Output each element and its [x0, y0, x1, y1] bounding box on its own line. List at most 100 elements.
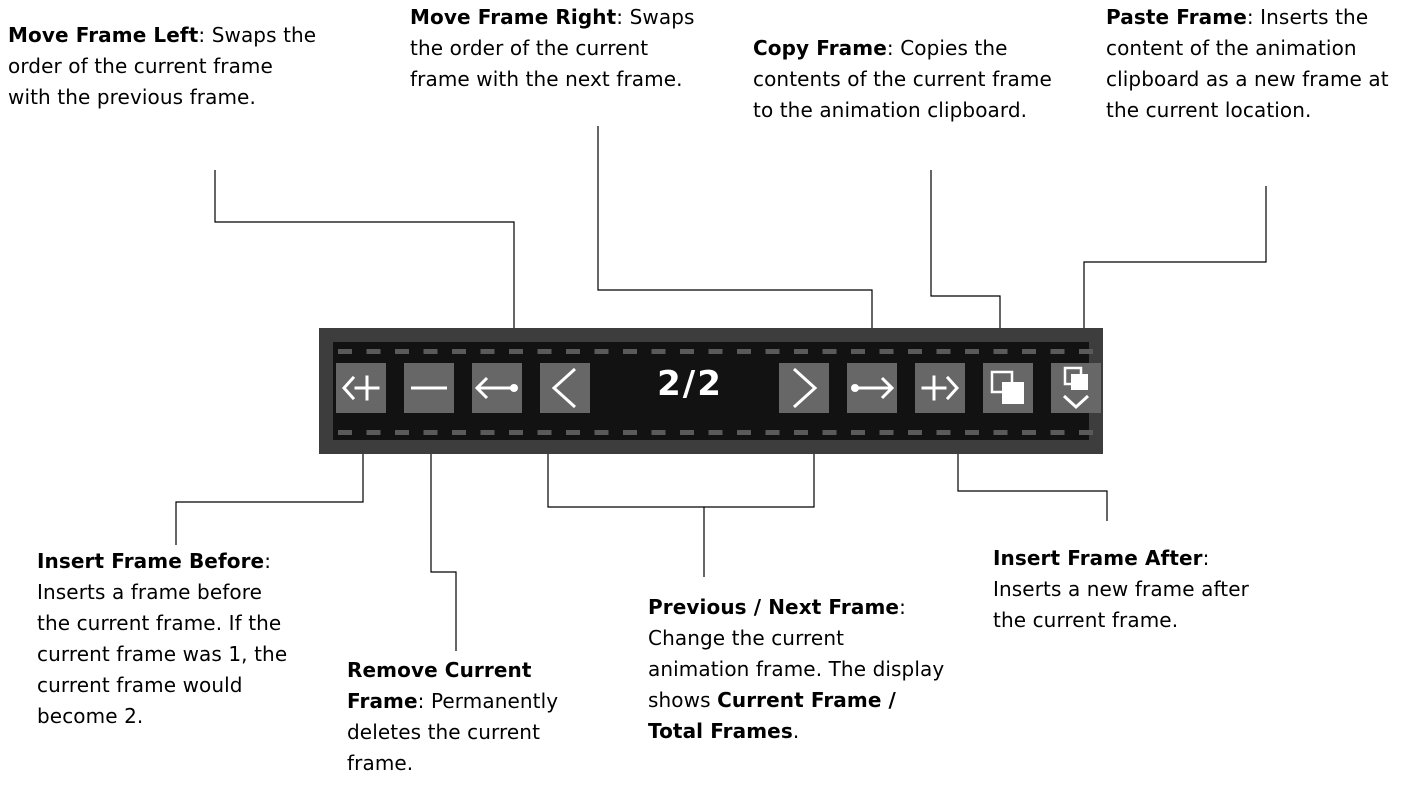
- sprocket-hole: [965, 349, 979, 354]
- sprocket-hole: [1079, 430, 1093, 435]
- sprocket-hole: [737, 430, 751, 435]
- annotation-insert-frame-after: Insert Frame After: Inserts a new frame …: [993, 546, 1249, 632]
- sprocket-hole: [765, 349, 780, 354]
- minus-icon: [411, 386, 447, 390]
- sprocket-hole: [1050, 349, 1065, 354]
- annotation-text: Copies the contents of the current frame…: [753, 36, 1052, 122]
- annotation-title: Previous / Next Frame: [648, 595, 900, 619]
- sprocket-hole: [822, 430, 837, 435]
- paste-icon: [1062, 366, 1090, 410]
- sprocket-hole: [908, 349, 922, 354]
- annotation-text: Inserts a frame before the current frame…: [37, 580, 288, 728]
- sprocket-hole: [851, 349, 865, 354]
- sprocket-hole: [623, 349, 637, 354]
- annotation-title: Insert Frame After: [993, 546, 1203, 570]
- sprocket-hole: [1050, 430, 1065, 435]
- annotation-text: Change the current animation frame. The …: [648, 626, 945, 712]
- sprocket-hole: [366, 430, 381, 435]
- sprocket-hole: [594, 349, 609, 354]
- sprocket-hole: [509, 430, 523, 435]
- annotation-text: Swaps the order of the current frame wit…: [8, 23, 317, 109]
- sprocket-hole: [851, 430, 865, 435]
- sprocket-hole: [537, 430, 552, 435]
- annotation-text: Inserts a new frame after the current fr…: [993, 577, 1249, 632]
- sprocket-hole: [366, 349, 381, 354]
- insert-frame-after-button[interactable]: [915, 363, 965, 413]
- sprocket-hole: [423, 349, 438, 354]
- sprocket-hole: [1022, 430, 1036, 435]
- connector-prev-next: [547, 420, 815, 508]
- sprocket-row-bottom: [338, 430, 1093, 435]
- previous-frame-button[interactable]: [540, 363, 590, 413]
- sprocket-hole: [509, 349, 523, 354]
- connector-remove: [430, 420, 457, 651]
- sprocket-hole: [594, 430, 609, 435]
- connector-insert-before: [175, 420, 364, 545]
- sprocket-hole: [1022, 349, 1036, 354]
- sprocket-hole: [708, 349, 723, 354]
- insert-frame-before-button[interactable]: [336, 363, 386, 413]
- annotation-title: Copy Frame: [753, 36, 887, 60]
- sprocket-hole: [480, 349, 495, 354]
- sprocket-hole: [480, 430, 495, 435]
- annotation-paste-frame: Paste Frame: Inserts the content of the …: [1106, 5, 1389, 122]
- sprocket-hole: [395, 430, 409, 435]
- sprocket-hole: [566, 349, 580, 354]
- annotation-text: Swaps the order of the current frame wit…: [410, 5, 695, 91]
- move-frame-left-button[interactable]: [472, 363, 522, 413]
- remove-current-frame-button[interactable]: [404, 363, 454, 413]
- annotation-title: Insert Frame Before: [37, 549, 265, 573]
- sprocket-hole: [651, 349, 666, 354]
- sprocket-hole: [965, 430, 979, 435]
- sprocket-hole: [794, 349, 808, 354]
- sprocket-hole: [566, 430, 580, 435]
- sprocket-hole: [879, 430, 894, 435]
- sprocket-hole: [794, 430, 808, 435]
- annotation-move-frame-left: Move Frame Left: Swaps the order of the …: [8, 23, 317, 109]
- sprocket-hole: [908, 430, 922, 435]
- annotation-emphasis: Current Frame / Total Frames: [648, 688, 896, 743]
- sprocket-hole: [680, 349, 694, 354]
- sprocket-hole: [936, 349, 951, 354]
- annotation-title: Move Frame Right: [410, 5, 617, 29]
- sprocket-hole: [395, 349, 409, 354]
- sprocket-hole: [423, 430, 438, 435]
- annotation-move-frame-right: Move Frame Right: Swaps the order of the…: [410, 5, 695, 91]
- sprocket-hole: [537, 349, 552, 354]
- annotation-previous-next-frame: Previous / Next Frame: Change the curren…: [648, 595, 945, 743]
- sprocket-hole: [993, 349, 1008, 354]
- annotation-text: Permanently deletes the current frame.: [347, 689, 559, 775]
- sprocket-row-top: [338, 349, 1093, 354]
- chevron-left-icon: [551, 367, 577, 409]
- sprocket-hole: [993, 430, 1008, 435]
- copy-icon: [990, 370, 1024, 404]
- annotation-text: Inserts the content of the animation cli…: [1106, 5, 1389, 122]
- plus-arrow-right-icon: [921, 375, 960, 401]
- sprocket-hole: [737, 349, 751, 354]
- annotation-copy-frame: Copy Frame: Copies the contents of the c…: [753, 36, 1052, 122]
- sprocket-hole: [452, 430, 466, 435]
- move-frame-right-button[interactable]: [847, 363, 897, 413]
- double-arrow-left-icon: [474, 376, 518, 400]
- sprocket-hole: [765, 430, 780, 435]
- frame-counter: 2/2: [657, 364, 723, 404]
- sprocket-hole: [879, 349, 894, 354]
- chevron-right-icon: [792, 367, 818, 409]
- sprocket-hole: [651, 430, 666, 435]
- arrow-left-plus-icon: [341, 375, 380, 401]
- sprocket-hole: [338, 430, 352, 435]
- next-frame-button[interactable]: [779, 363, 829, 413]
- sprocket-hole: [623, 430, 637, 435]
- sprocket-hole: [1079, 349, 1093, 354]
- sprocket-hole: [708, 430, 723, 435]
- annotation-insert-frame-before: Insert Frame Before: Inserts a frame bef…: [37, 549, 288, 728]
- sprocket-hole: [680, 430, 694, 435]
- sprocket-hole: [338, 349, 352, 354]
- paste-frame-button[interactable]: [1051, 363, 1101, 413]
- sprocket-hole: [822, 349, 837, 354]
- copy-frame-button[interactable]: [983, 363, 1033, 413]
- annotation-title: Move Frame Left: [8, 23, 199, 47]
- annotation-remove-current-frame: Remove Current Frame: Permanently delete…: [347, 658, 559, 775]
